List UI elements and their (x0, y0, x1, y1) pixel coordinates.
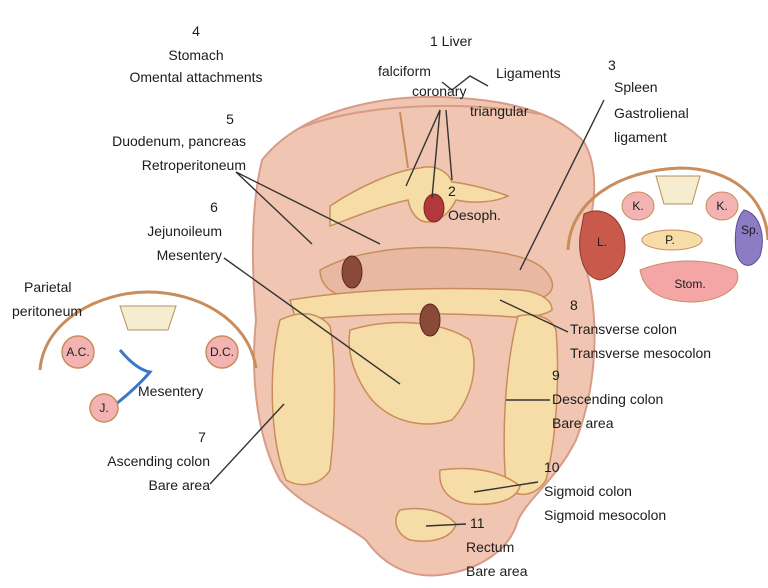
label-triangular: triangular (470, 103, 529, 119)
label-mesentery: Mesentery (157, 247, 222, 263)
label-transverse-mesocolon: Transverse mesocolon (570, 345, 711, 361)
label-gastrolienal: Gastrolienal (614, 105, 689, 121)
label-peritoneum: peritoneum (12, 303, 82, 319)
label-falciform: falciform (378, 63, 431, 79)
label-5: 5 (226, 111, 234, 127)
label-liver: 1 Liver (430, 33, 472, 49)
label-bare-area-11: Bare area (466, 563, 528, 579)
label-ligaments: Ligaments (496, 65, 561, 81)
label-11: 11 (470, 515, 485, 531)
label-stomach: Stomach (168, 47, 223, 63)
label-parietal: Parietal (24, 279, 71, 295)
label-descending-colon: Descending colon (552, 391, 663, 407)
label-7: 7 (198, 429, 206, 445)
label-8: 8 (570, 297, 578, 313)
label-4: 4 (192, 23, 200, 39)
jejunum-opening (420, 304, 440, 336)
label-6: 6 (210, 199, 218, 215)
label-sigmoid-colon: Sigmoid colon (544, 483, 632, 499)
label-sp: Sp. (741, 223, 759, 237)
label-j: J. (99, 401, 108, 415)
label-ac: A.C. (66, 345, 89, 359)
duodenum-opening (342, 256, 362, 288)
label-inset-mesentery: Mesentery (138, 383, 203, 399)
label-rectum: Rectum (466, 539, 514, 555)
label-duodenum-pancreas: Duodenum, pancreas (112, 133, 246, 149)
label-coronary: coronary (412, 83, 466, 99)
label-10: 10 (544, 459, 560, 475)
label-9: 9 (552, 367, 560, 383)
label-sigmoid-mesocolon: Sigmoid mesocolon (544, 507, 666, 523)
label-jejunoileum: Jejunoileum (147, 223, 222, 239)
label-p: P. (665, 233, 675, 247)
label-3: 3 (608, 57, 616, 73)
spleen-inset (735, 210, 762, 265)
label-ascending-colon: Ascending colon (107, 453, 210, 469)
label-k-left: K. (632, 199, 643, 213)
label-stom: Stom. (674, 277, 705, 291)
label-bare-area-7: Bare area (149, 477, 211, 493)
label-transverse-colon: Transverse colon (570, 321, 677, 337)
label-ligament: ligament (614, 129, 667, 145)
label-oesoph: Oesoph. (448, 207, 501, 223)
label-2: 2 (448, 183, 456, 199)
label-spleen: Spleen (614, 79, 658, 95)
label-l: L. (597, 235, 607, 249)
oesophagus-opening (424, 194, 444, 222)
label-bare-area-9: Bare area (552, 415, 614, 431)
label-omental-attachments: Omental attachments (129, 69, 262, 85)
ascending-colon (272, 314, 334, 485)
label-retroperitoneum: Retroperitoneum (142, 157, 246, 173)
label-k-right: K. (716, 199, 727, 213)
label-dc: D.C. (210, 345, 234, 359)
